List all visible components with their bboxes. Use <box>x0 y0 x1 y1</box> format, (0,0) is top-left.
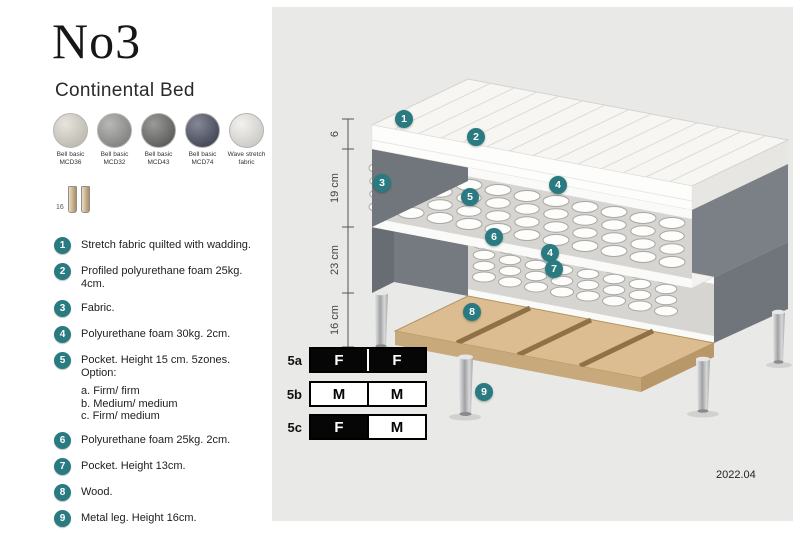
firmness-cell: M <box>367 416 425 438</box>
metal-legs <box>367 290 792 421</box>
firmness-cell: M <box>311 383 367 405</box>
leg-height-label: 16 <box>56 204 64 211</box>
bed-cutaway-illustration: 6 19 cm 23 cm 16 cm <box>329 78 792 421</box>
diagram-callout-2: 2 <box>467 128 485 146</box>
info-panel: No3 Continental Bed Bell basic MCD36 Bel… <box>0 0 272 533</box>
dimension-label: 23 cm <box>329 245 341 275</box>
swatch-label: Bell basic MCD32 <box>100 151 129 166</box>
feature-number-badge: 4 <box>54 326 71 343</box>
diagram-callout-5: 5 <box>461 188 479 206</box>
leg-height-spec: 16 <box>56 186 90 213</box>
fabric-swatch-icon <box>141 113 176 148</box>
list-item: 1 Stretch fabric quilted with wadding. <box>54 237 264 254</box>
feature-number-badge: 7 <box>54 457 71 475</box>
feature-number-badge: 6 <box>54 431 71 449</box>
feature-text: Polyurethane foam 30kg. 2cm. <box>81 328 231 340</box>
feature-text: Pocket. Height 15 cm. 5zones. Option: <box>81 354 231 379</box>
leg-icon <box>67 186 77 213</box>
swatch-item: Wave stretch fabric <box>226 113 267 166</box>
swatch-label: Bell basic MCD36 <box>56 151 85 166</box>
swatch-label: Wave stretch fabric <box>227 151 266 166</box>
feature-text: Metal leg. Height 16cm. <box>81 511 197 524</box>
list-item: 6 Polyurethane foam 25kg. 2cm. <box>54 431 264 449</box>
feature-number-badge: 8 <box>54 483 71 501</box>
version-date: 2022.04 <box>716 469 756 481</box>
bed-right-side <box>692 140 788 343</box>
pocket-option: a. Firm/ firm <box>81 385 140 397</box>
swatch-item: Bell basic MCD32 <box>94 113 135 166</box>
fabric-swatch-icon <box>185 113 220 148</box>
leg-icon <box>80 186 90 213</box>
firmness-cell: F <box>311 416 367 438</box>
firmness-label: 5c <box>287 419 302 435</box>
firmness-cell: M <box>367 383 425 405</box>
list-item: 4 Polyurethane foam 30kg. 2cm. <box>54 326 264 343</box>
page-title: No3 <box>52 13 142 69</box>
fabric-swatches: Bell basic MCD36 Bell basic MCD32 Bell b… <box>50 113 268 166</box>
fabric-swatch-icon <box>97 113 132 148</box>
list-item: 3 Fabric. <box>54 300 264 317</box>
feature-text: Stretch fabric quilted with wadding. <box>81 239 251 251</box>
firmness-cell: F <box>367 349 425 371</box>
list-item: 5 Pocket. Height 15 cm. 5zones. Option: <box>54 352 264 380</box>
feature-number-badge: 2 <box>54 263 71 280</box>
swatch-item: Bell basic MCD43 <box>138 113 179 166</box>
dimension-label: 6 <box>329 131 341 137</box>
diagram-callout-7: 7 <box>545 260 563 278</box>
feature-list: 1 Stretch fabric quilted with wadding. 2… <box>54 237 264 533</box>
swatch-item: Bell basic MCD36 <box>50 113 91 166</box>
firmness-table: F M <box>309 414 427 440</box>
diagram-callout-3: 3 <box>373 174 391 192</box>
feature-number-badge: 3 <box>54 300 71 317</box>
diagram-callout-6: 6 <box>485 228 503 246</box>
firmness-row-5c: 5c F M <box>280 414 427 440</box>
firmness-cell: F <box>311 349 367 371</box>
feature-text: Wood. <box>81 485 113 498</box>
firmness-row-5a: 5a F F <box>280 347 427 373</box>
fabric-swatch-icon <box>53 113 88 148</box>
firmness-row-5b: 5b M M <box>280 381 427 407</box>
dimension-scale <box>342 118 354 348</box>
firmness-table: M M <box>309 381 427 407</box>
dimension-label: 16 cm <box>329 305 341 335</box>
diagram-callout-4-top: 4 <box>549 176 567 194</box>
upper-spring-layer <box>368 103 692 288</box>
diagram-callout-4-bottom: 4 <box>541 244 559 262</box>
fabric-swatch-icon <box>229 113 264 148</box>
pocket-options: a. Firm/ firm b. Medium/ medium c. Firm/… <box>81 385 264 423</box>
swatch-label: Bell basic MCD43 <box>144 151 173 166</box>
feature-number-badge: 1 <box>54 237 71 254</box>
feature-text: Polyurethane foam 25kg. 2cm. <box>81 433 231 446</box>
list-item: 7 Pocket. Height 13cm. <box>54 457 264 475</box>
feature-number-badge: 5 <box>54 352 71 369</box>
feature-text: Pocket. Height 13cm. <box>81 459 186 472</box>
list-item: 8 Wood. <box>54 483 264 501</box>
page-subtitle: Continental Bed <box>55 80 195 101</box>
diagram-callout-9: 9 <box>475 383 493 401</box>
diagram-callout-8: 8 <box>463 303 481 321</box>
firmness-table: F F <box>309 347 427 373</box>
firmness-label: 5b <box>286 386 302 402</box>
diagram-panel: 6 19 cm 23 cm 16 cm <box>272 7 793 521</box>
pocket-option: b. Medium/ medium <box>81 397 178 410</box>
pocket-option: c. Firm/ medium <box>81 410 160 422</box>
mattress <box>370 78 790 211</box>
diagram-callout-1: 1 <box>395 110 413 128</box>
feature-number-badge: 9 <box>54 509 71 527</box>
list-item: 9 Metal leg. Height 16cm. <box>54 509 264 527</box>
list-item: 2 Profiled polyurethane foam 25kg. 4cm. <box>54 263 264 291</box>
swatch-item: Bell basic MCD74 <box>182 113 223 166</box>
firmness-label: 5a <box>287 352 302 368</box>
swatch-label: Bell basic MCD74 <box>188 151 217 166</box>
feature-text: Profiled polyurethane foam 25kg. 4cm. <box>81 265 243 290</box>
dimension-label: 19 cm <box>329 173 341 203</box>
feature-text: Fabric. <box>81 302 115 314</box>
